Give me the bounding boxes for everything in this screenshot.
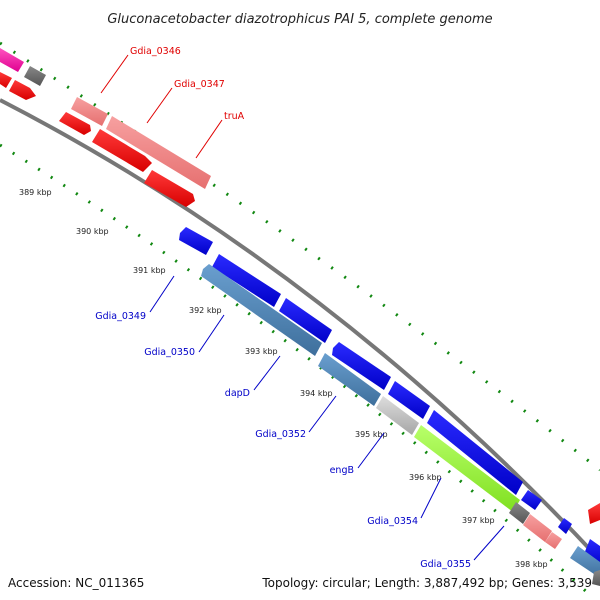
gene-feature-blue-2 xyxy=(212,254,281,307)
gene-label-gdia0352: Gdia_0352 xyxy=(255,429,306,440)
gene-feature-steel-gdia0352 xyxy=(318,353,381,406)
gene-label-engb: engB xyxy=(330,465,354,476)
kbp-label-392: 392 kbp xyxy=(189,306,222,315)
gene-feature-darkgray-small xyxy=(509,502,530,524)
tick-ring-inner xyxy=(0,143,592,597)
gene-feature-blue-1 xyxy=(179,227,213,255)
gene-feature-steel-gdia0350 xyxy=(201,264,322,356)
kbp-label-394: 394 kbp xyxy=(300,389,333,398)
gene-feature-blue-6 xyxy=(427,410,523,495)
gene-label-gdia0346: Gdia_0346 xyxy=(130,46,181,57)
kbp-label-393: 393 kbp xyxy=(245,347,278,356)
gene-feature-blue-4 xyxy=(332,342,391,390)
map-title: Gluconacetobacter diazotrophicus PAI 5, … xyxy=(107,12,492,27)
gene-feature-blue-5 xyxy=(388,381,430,419)
callout-lines xyxy=(100,54,505,561)
gene-labels: Gdia_0346 Gdia_0347 truA Gdia_0349 Gdia_… xyxy=(95,46,471,570)
gene-feature-red-right xyxy=(588,503,600,524)
gene-feature-blue-3 xyxy=(279,298,332,343)
kbp-label-396: 396 kbp xyxy=(409,473,442,482)
gene-feature-red-small-a xyxy=(0,72,12,88)
kbp-label-389: 389 kbp xyxy=(19,188,52,197)
gene-feature-pink-gdia0347 xyxy=(106,116,211,189)
topology-label: Topology: circular; Length: 3,887,492 bp… xyxy=(261,576,592,590)
gene-label-dapd: dapD xyxy=(225,388,250,399)
forward-strand-features xyxy=(0,48,211,207)
gene-feature-red-small-b xyxy=(9,80,36,100)
gene-label-trua: truA xyxy=(224,111,245,122)
accession-label: Accession: NC_011365 xyxy=(8,576,144,590)
gene-feature-gray-engb xyxy=(376,396,419,435)
gene-label-gdia0347: Gdia_0347 xyxy=(174,79,225,90)
gene-label-gdia0354: Gdia_0354 xyxy=(367,516,418,527)
gene-label-gdia0349: Gdia_0349 xyxy=(95,311,146,322)
gene-feature-blue-7 xyxy=(521,490,542,510)
kbp-label-390: 390 kbp xyxy=(76,227,109,236)
reverse-strand-features xyxy=(179,227,600,586)
gene-label-gdia0355: Gdia_0355 xyxy=(420,559,471,570)
kbp-label-395: 395 kbp xyxy=(355,430,388,439)
gene-feature-steel-last xyxy=(570,546,600,578)
gene-feature-green-gdia0354 xyxy=(414,425,520,512)
genome-backbone xyxy=(0,98,600,562)
gene-feature-darkgray-corner xyxy=(592,570,600,586)
gene-feature-pink-gdia0346 xyxy=(71,97,108,126)
gene-feature-magenta xyxy=(0,48,24,72)
gene-feature-pink-gdia0355 xyxy=(523,514,552,542)
gene-feature-darkgray xyxy=(24,66,46,86)
gene-feature-red-trua xyxy=(144,170,195,207)
kbp-label-398: 398 kbp xyxy=(515,560,548,569)
gene-feature-red-gdia0346 xyxy=(59,112,91,135)
gene-feature-pink-small xyxy=(545,532,562,549)
kbp-label-391: 391 kbp xyxy=(133,266,166,275)
gene-label-gdia0350: Gdia_0350 xyxy=(144,347,195,358)
gene-feature-blue-8 xyxy=(558,518,572,534)
gene-feature-red-gdia0347 xyxy=(92,129,152,172)
kbp-label-397: 397 kbp xyxy=(462,516,495,525)
kbp-labels: 389 kbp 390 kbp 391 kbp 392 kbp 393 kbp … xyxy=(19,188,548,569)
